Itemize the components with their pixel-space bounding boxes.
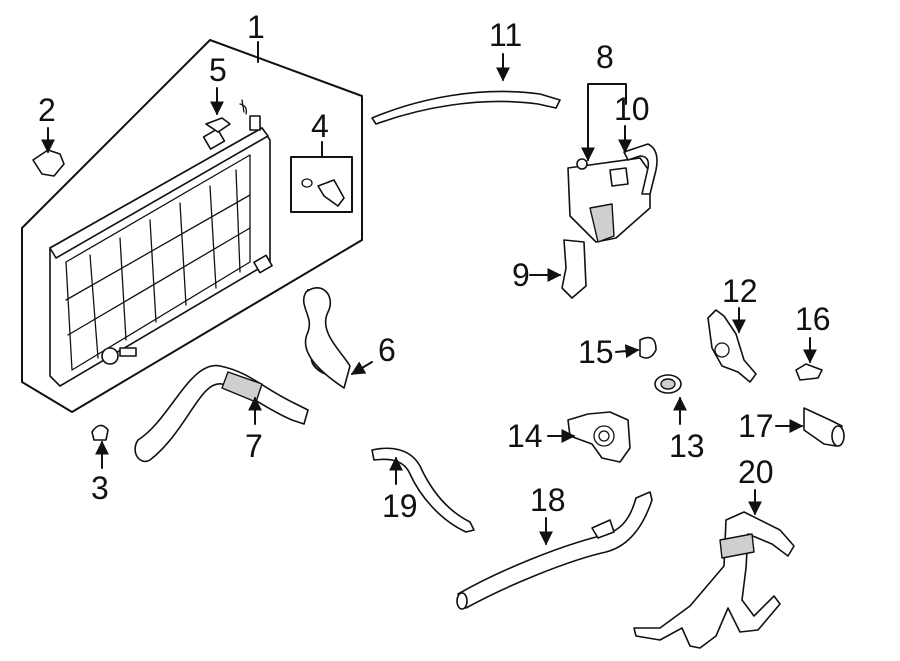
callout-14: 14	[507, 418, 543, 454]
callout-19: 19	[382, 488, 418, 524]
callout-3: 3	[91, 470, 109, 506]
radiator-assembly	[21, 39, 363, 413]
bracket-part	[32, 149, 65, 177]
callout-4: 4	[311, 108, 329, 144]
callout-labels: 1 2 3 4 5 6 7 8 9 10 11 12 13 14 15 16 1…	[38, 9, 831, 524]
gasket-part	[639, 336, 657, 359]
thermostat-housing-part	[707, 309, 757, 383]
reservoir-tank-part	[567, 143, 658, 243]
callout-9: 9	[512, 257, 530, 293]
cushion-part	[91, 424, 109, 441]
callout-7: 7	[245, 428, 263, 464]
callout-18: 18	[530, 482, 566, 518]
cap-seal-part	[205, 117, 231, 133]
overflow-hose-part	[371, 90, 561, 125]
callout-8: 8	[596, 39, 614, 75]
callout-20: 20	[738, 454, 774, 490]
leader-6	[350, 361, 373, 375]
clip-part	[239, 99, 248, 115]
callout-1: 1	[247, 9, 265, 45]
reservoir-bracket-part	[561, 239, 587, 299]
thermostat-part	[654, 374, 682, 394]
upper-hose-part	[134, 365, 309, 463]
leader-lines	[41, 41, 817, 546]
callout-13: 13	[669, 428, 705, 464]
callout-15: 15	[578, 334, 614, 370]
callout-6: 6	[378, 332, 396, 368]
sensor-part	[795, 363, 823, 381]
callout-10: 10	[614, 91, 650, 127]
leader-8	[587, 83, 627, 161]
callout-16: 16	[795, 301, 831, 337]
callout-12: 12	[722, 273, 758, 309]
leader-15	[615, 344, 640, 359]
water-pipe-part	[633, 511, 795, 649]
radiator-group-outline	[21, 39, 363, 413]
callout-11: 11	[489, 17, 522, 53]
water-outlet-part	[567, 411, 631, 463]
callout-17: 17	[738, 408, 774, 444]
callout-5: 5	[209, 52, 227, 88]
radiator-core-drawing	[49, 115, 273, 387]
water-inlet-part	[803, 407, 845, 447]
callout-2: 2	[38, 92, 56, 128]
bypass-pipe-part	[456, 491, 653, 610]
drain-plug-part	[317, 179, 345, 207]
lower-hose-part	[302, 287, 351, 389]
